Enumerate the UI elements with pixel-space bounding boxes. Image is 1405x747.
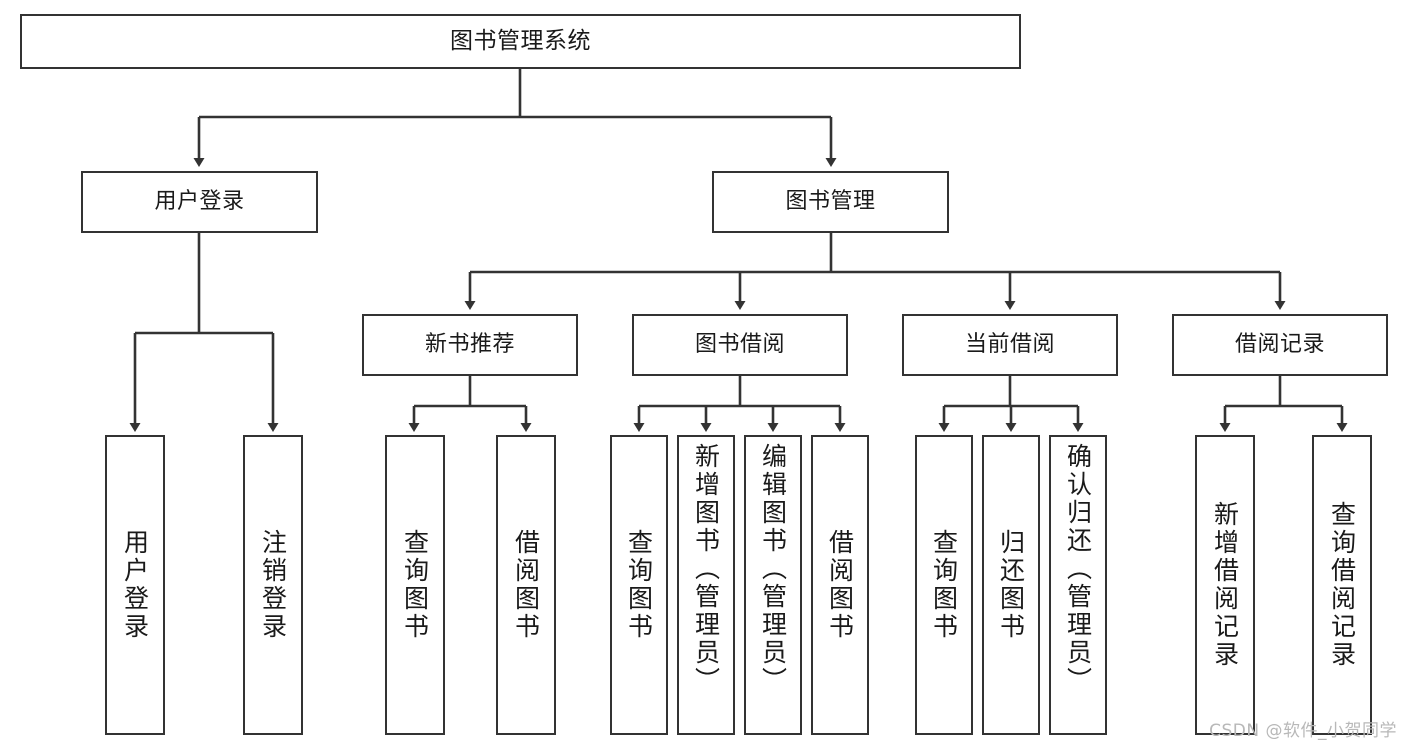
node-label: 新增借阅记录	[1210, 501, 1240, 669]
node-label: 编辑图书（管理员）	[758, 443, 788, 695]
node-new-book-recommend[interactable]: 新书推荐	[362, 314, 578, 376]
node-label: 注销登录	[258, 529, 288, 641]
node-leaf-borrow-book-2[interactable]: 借阅图书	[811, 435, 869, 735]
node-label: 归还图书	[996, 529, 1026, 641]
node-label: 图书管理系统	[450, 27, 591, 54]
node-leaf-edit-book[interactable]: 编辑图书（管理员）	[744, 435, 802, 735]
node-root-book-management-system[interactable]: 图书管理系统	[20, 14, 1021, 69]
node-label: 新书推荐	[424, 331, 515, 357]
node-leaf-query-book-3[interactable]: 查询图书	[915, 435, 973, 735]
node-leaf-add-record[interactable]: 新增借阅记录	[1195, 435, 1255, 735]
node-label: 新增图书（管理员）	[691, 443, 721, 695]
node-borrow-record[interactable]: 借阅记录	[1172, 314, 1388, 376]
node-label: 图书管理	[785, 188, 876, 214]
node-label: 用户登录	[154, 188, 245, 214]
node-label: 借阅图书	[825, 529, 855, 641]
node-label: 借阅记录	[1234, 331, 1325, 357]
node-leaf-logout-login[interactable]: 注销登录	[243, 435, 303, 735]
node-leaf-return-book[interactable]: 归还图书	[982, 435, 1040, 735]
node-leaf-query-book-1[interactable]: 查询图书	[385, 435, 445, 735]
node-label: 确认归还（管理员）	[1063, 443, 1093, 695]
node-leaf-query-record[interactable]: 查询借阅记录	[1312, 435, 1372, 735]
node-leaf-query-book-2[interactable]: 查询图书	[610, 435, 668, 735]
node-label: 查询图书	[400, 529, 430, 641]
node-user-login[interactable]: 用户登录	[81, 171, 318, 233]
node-leaf-confirm-return[interactable]: 确认归还（管理员）	[1049, 435, 1107, 735]
node-leaf-borrow-book-1[interactable]: 借阅图书	[496, 435, 556, 735]
node-book-manage[interactable]: 图书管理	[712, 171, 949, 233]
node-book-borrow[interactable]: 图书借阅	[632, 314, 848, 376]
node-label: 当前借阅	[964, 331, 1055, 357]
node-label: 查询图书	[929, 529, 959, 641]
node-label: 查询借阅记录	[1327, 501, 1357, 669]
node-leaf-user-login[interactable]: 用户登录	[105, 435, 165, 735]
node-label: 用户登录	[120, 529, 150, 641]
node-leaf-add-book[interactable]: 新增图书（管理员）	[677, 435, 735, 735]
node-current-borrow[interactable]: 当前借阅	[902, 314, 1118, 376]
csdn-watermark: CSDN @软件_小贺同学	[1209, 721, 1397, 741]
node-label: 图书借阅	[694, 331, 785, 357]
node-label: 借阅图书	[511, 529, 541, 641]
node-label: 查询图书	[624, 529, 654, 641]
